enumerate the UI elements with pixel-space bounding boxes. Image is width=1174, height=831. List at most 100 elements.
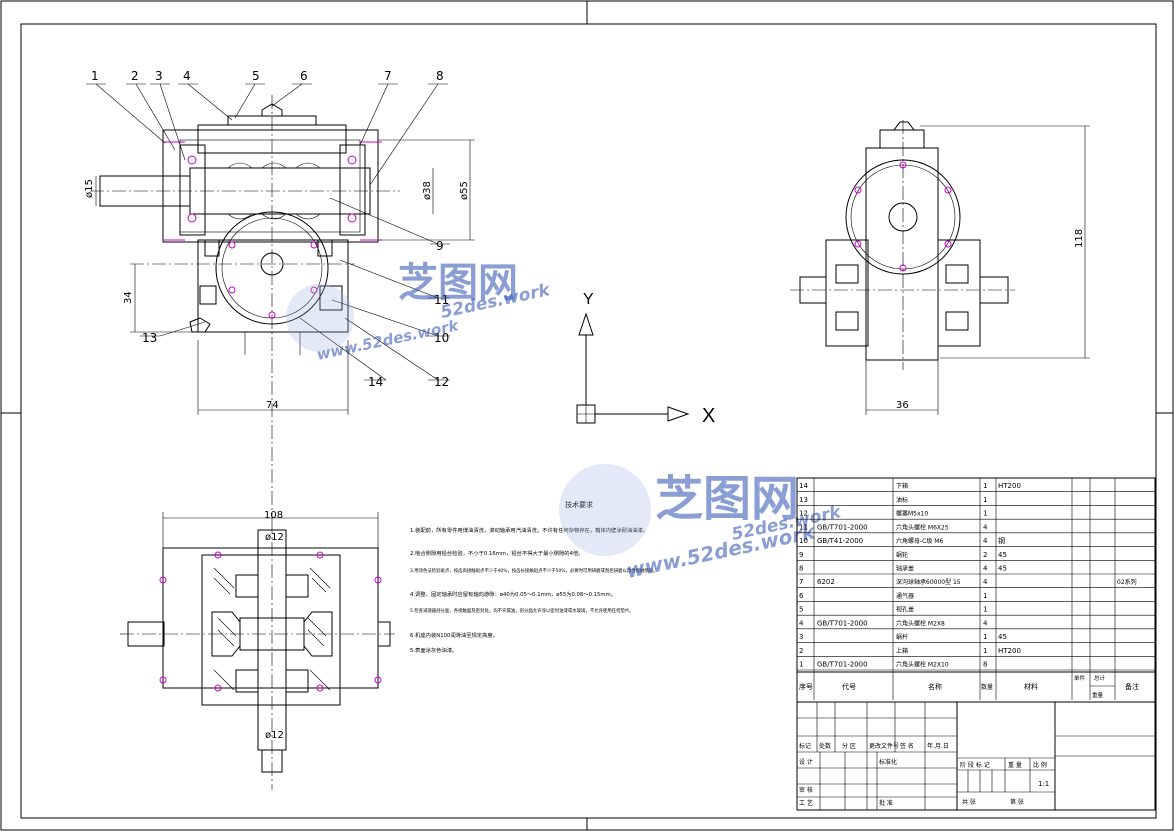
table-cell-no: 1 [799,660,803,668]
signoff-zone: 分 区 [842,742,856,750]
balloon: 14 [368,375,383,389]
table-cell-no: 12 [799,510,808,518]
dim-height: ø55 [459,181,470,200]
front-view [90,83,475,520]
signoff-date: 年.月.日 [927,742,949,750]
note-line: 1.装配前，所有零件用煤油清洗，滚动轴承用汽油清洗，不许有任何杂物存在，箱体内壁… [410,526,648,534]
table-cell-name: 蜗轮 [896,551,908,559]
watermark-globe-icon [559,464,651,556]
oil-gauge-icon [189,317,211,333]
table-cell-no: 10 [799,537,808,545]
note-line: 2.啮合侧隙用铅丝检验，不小于0.16mm，铅丝不得大于最小侧隙的4倍。 [410,549,584,557]
table-cell-no: 5 [799,606,803,614]
table-cell-name: 通气器 [896,592,914,600]
parts-table-grid [796,477,1156,703]
header-weight: 重量 [1092,691,1104,699]
balloon: 5 [252,69,260,83]
table-cell-name: 六角头螺栓 M6X25 [896,523,949,531]
header-no: 序号 [799,682,813,691]
table-cell-name: 视孔盖 [896,606,914,614]
table-cell-material: 钢 [998,536,1005,545]
table-cell-name: 蜗杆 [896,633,908,641]
table-cell-qty: 4 [983,564,988,572]
balloon: 9 [436,239,444,253]
signoff-mark: 标记 [799,742,811,750]
table-cell-no: 8 [799,564,803,572]
table-cell-qty: 1 [983,510,987,518]
table-cell-no: 3 [799,633,803,641]
dim-side-height: 118 [1074,229,1085,248]
note-line: 5.表面涂灰色油漆。 [410,646,457,654]
table-cell-no: 4 [799,619,804,627]
table-cell-material: 45 [998,551,1007,559]
signoff-review: 审 核 [799,786,813,794]
balloon: 2 [131,69,139,83]
table-cell-code: GB/T701-2000 [817,523,868,531]
table-cell-qty: 4 [983,619,988,627]
header-material: 材料 [1024,682,1038,691]
signoff-change-doc: 更改文件号 [869,742,899,750]
title-block-labels: 标记 处数 分 区 更改文件号 签 名 年.月.日 设 计 标准化 审 核 工 … [799,742,1049,807]
side-view [790,120,1090,415]
table-cell-no: 6 [799,592,804,600]
header-name: 名称 [928,682,942,691]
signoff-standard: 标准化 [879,758,897,766]
table-cell-name: 六角头螺栓 M2X8 [896,619,945,627]
balloon: 12 [434,375,449,389]
table-cell-material: HT200 [998,647,1021,655]
dim-top-dia-lower: ø12 [265,730,284,741]
table-cell-qty: 1 [983,482,987,490]
scale-value: 1:1 [1038,780,1049,788]
table-cell-qty: 2 [983,551,987,559]
table-cell-name: 轴承盖 [896,564,914,572]
signoff-process: 工 艺 [799,799,813,807]
table-cell-qty: 1 [983,592,987,600]
table-cell-code: GB/T41-2000 [817,537,863,545]
title-block-grid [796,701,1156,811]
table-cell-code: GB/T701-2000 [817,660,868,668]
table-cell-qty: 4 [983,523,988,531]
watermark-url: www.52des.work [624,519,819,583]
table-cell-no: 2 [799,647,803,655]
table-cell-name: 六角头螺栓 M2X10 [896,660,949,668]
top-view [120,512,395,790]
dim-top-width: 108 [264,510,283,521]
notes-heading: 技术要求 [565,500,593,509]
header-single: 单件 [1074,674,1086,682]
watermark-brand: 芝图网 [655,471,799,527]
table-cell-name: 上箱 [896,647,908,655]
table-cell-material: 45 [998,564,1007,572]
balloon-numbers: 1 2 3 4 5 6 7 8 9 10 11 12 13 14 [91,69,449,389]
table-cell-code: 6202 [817,578,835,586]
scale-label: 比 例 [1033,761,1047,769]
table-cell-qty: 8 [983,660,987,668]
balloon: 10 [434,331,449,345]
signoff-count: 处数 [819,742,831,750]
table-cell-qty: 1 [983,496,987,504]
weight-label: 重 量 [1008,761,1022,769]
dim-width: 74 [266,400,279,411]
dim-shaft-dia: ø15 [84,179,95,198]
note-line: 5.检查减速器剖分面，各接触面及密封处，均不许漏油，剖分面允许涂以密封油漆或水玻… [410,607,634,614]
balloon: 6 [300,69,308,83]
watermark-globe-icon [286,284,354,352]
note-line: 3.用涂色法检验斑点，按齿高接触斑点不少于40%，按齿长接触斑点不少于50%，必… [410,567,658,574]
breather-icon [261,103,283,117]
table-cell-qty: 4 [983,578,988,586]
sheet-number: 第 张 [1010,798,1024,806]
table-cell-no: 7 [799,578,803,586]
header-remark: 备注 [1125,682,1139,691]
table-cell-code: GB/T701-2000 [817,619,868,627]
balloon: 1 [91,69,99,83]
header-qty: 数量 [981,683,993,691]
breather-icon [893,121,915,131]
signoff-approve: 批 准 [879,799,893,807]
table-cell-no: 13 [799,496,808,504]
table-cell-name: 螺塞M5x10 [896,510,928,518]
table-cell-no: 11 [799,523,808,531]
table-cell-name: 深沟球轴承60000型 15 [896,578,961,586]
balloon: 3 [155,69,163,83]
technical-notes: 1.装配前，所有零件用煤油清洗，滚动轴承用汽油清洗，不许有任何杂物存在，箱体内壁… [410,526,658,654]
axis-x-label: X [702,405,715,427]
